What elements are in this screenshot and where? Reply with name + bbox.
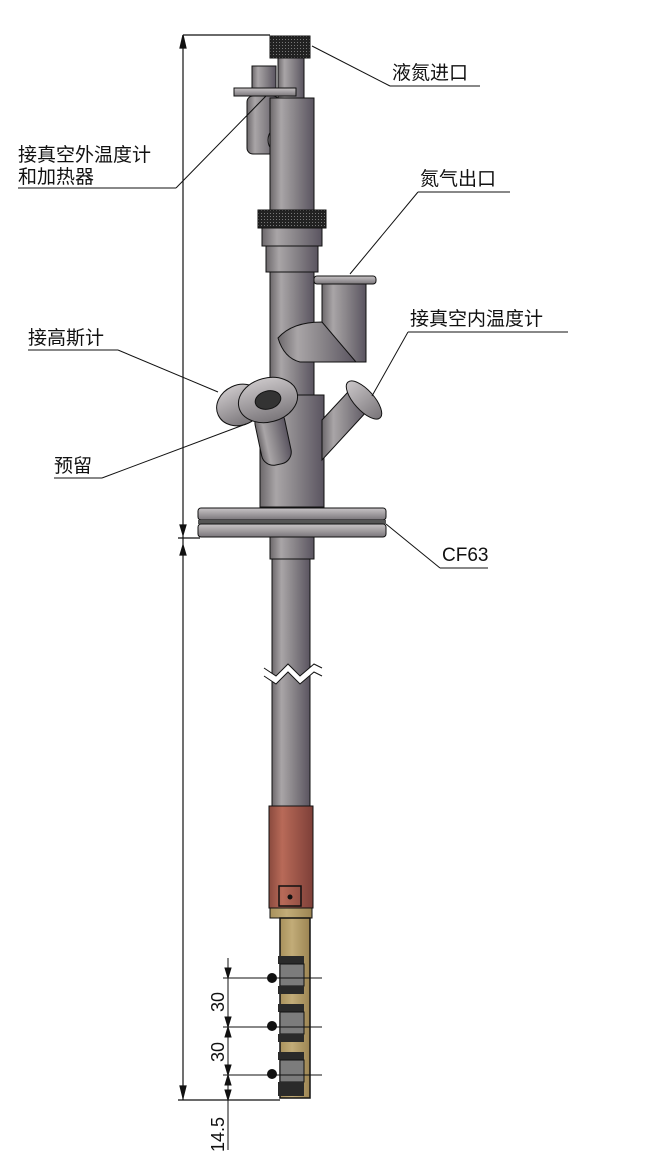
copper-section [268, 805, 314, 909]
label-ext-vacuum-temp: 接真空外温度计 [18, 144, 152, 166]
label-ext-vacuum-heater: 和加热器 [18, 166, 95, 188]
main-tube-upper [269, 97, 315, 211]
sample-slots [267, 956, 305, 1096]
label-reserved: 预留 [54, 455, 93, 477]
leader-lines [18, 45, 568, 569]
lower-tube [271, 558, 311, 808]
label-ln2-inlet: 液氮进口 [392, 62, 469, 84]
gauge-port [216, 376, 299, 466]
dim-pitch-1: 30 [208, 991, 228, 1012]
dim-offset: 14.5 [208, 1116, 228, 1152]
label-n2-outlet: 氮气出口 [420, 168, 497, 190]
label-int-vacuum-temp: 接真空内温度计 [410, 308, 544, 330]
break-symbol [262, 663, 324, 685]
cf63-flange [197, 507, 387, 538]
label-gauge: 接高斯计 [28, 327, 105, 349]
dim-pitch-2: 30 [208, 1041, 228, 1062]
overall-dimension [178, 34, 280, 1101]
int-temp-port [321, 380, 383, 462]
label-cf63: CF63 [442, 545, 489, 566]
ln2-inlet-knob [269, 35, 311, 59]
n2-outlet-port [277, 275, 377, 363]
sample-dimensions [223, 958, 322, 1150]
